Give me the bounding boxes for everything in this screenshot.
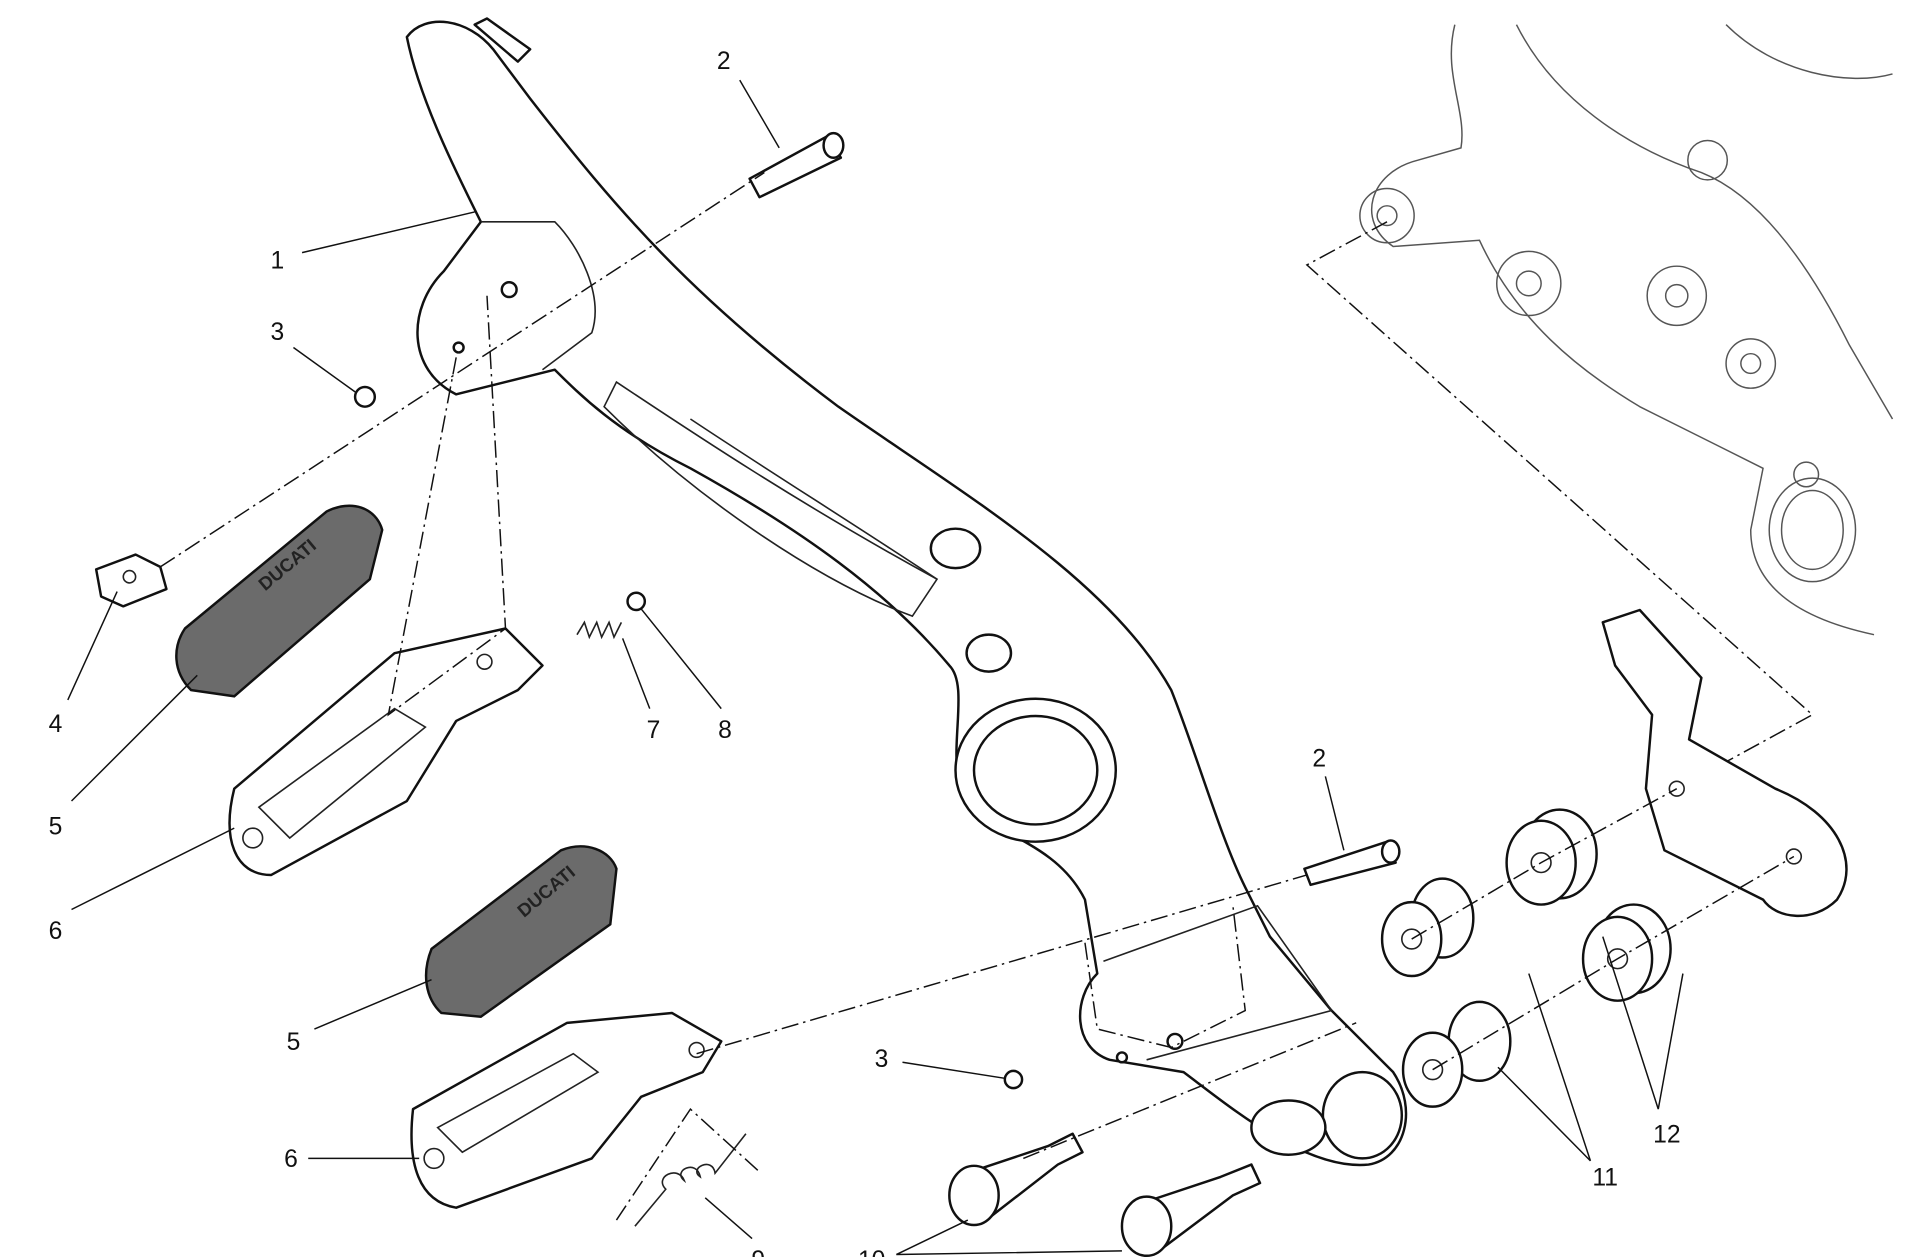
- screw-1: [948, 1132, 1084, 1227]
- callout-1: 1: [271, 248, 285, 275]
- callout-9: 9: [751, 1247, 765, 1257]
- screw-2: [1120, 1163, 1262, 1257]
- torsion-spring: [634, 1133, 747, 1227]
- plate: [94, 553, 168, 608]
- callout-5: 5: [49, 813, 63, 840]
- leader-lines: [67, 79, 1684, 1256]
- clip-upper: [353, 385, 377, 408]
- callout-10: 10: [858, 1247, 885, 1257]
- footpeg-upper: [228, 627, 544, 877]
- callout-2: 2: [717, 48, 731, 75]
- pin-lower: [1303, 839, 1401, 887]
- grommet-2: [1581, 903, 1672, 1002]
- callout-8: 8: [718, 717, 732, 744]
- callout-6: 6: [49, 918, 63, 945]
- rubber-pad-lower: DUCATI: [424, 845, 618, 1018]
- callout-5-lower: 5: [287, 1029, 301, 1056]
- callout-2-lower: 2: [1312, 746, 1326, 773]
- callout-3: 3: [271, 319, 285, 346]
- callout-7: 7: [647, 717, 661, 744]
- clip-lower: [1003, 1069, 1024, 1090]
- bushing-2: [1401, 1000, 1512, 1108]
- ball: [626, 591, 647, 612]
- footrest-bracket: [405, 17, 1408, 1167]
- pin-upper: [748, 131, 845, 199]
- footpeg-lower: [410, 1011, 723, 1209]
- callout-3-lower: 3: [875, 1046, 889, 1073]
- spring-small: [576, 620, 623, 640]
- rubber-pad-upper: DUCATI: [175, 504, 384, 698]
- bushing-1: [1380, 877, 1475, 978]
- callout-4: 4: [49, 711, 63, 738]
- engine-case: [1359, 24, 1894, 636]
- callout-12: 12: [1653, 1121, 1680, 1148]
- callout-11: 11: [1592, 1165, 1618, 1192]
- callout-6-lower: 6: [284, 1146, 298, 1173]
- mounting-bracket: [1601, 608, 1848, 918]
